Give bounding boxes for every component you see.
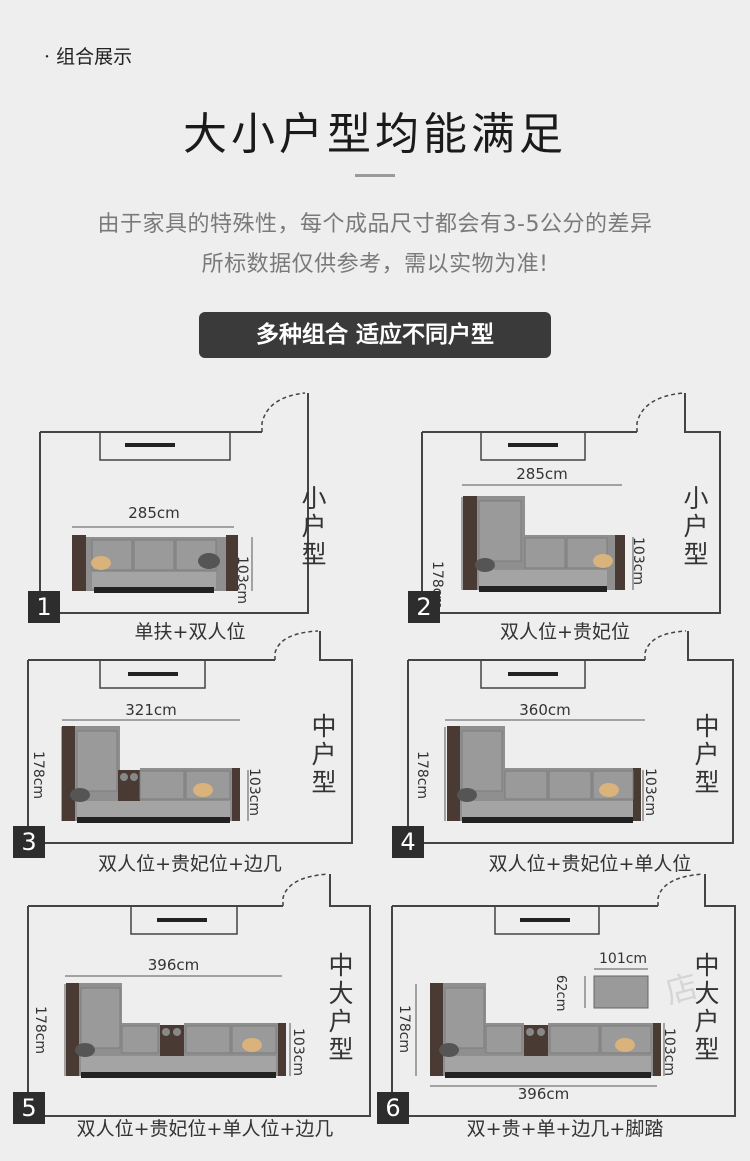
layout-number: 5: [13, 1092, 45, 1124]
size-label: 中 户 型: [308, 713, 340, 797]
size-label-char: 中: [311, 712, 337, 741]
size-label: 小 户 型: [680, 485, 712, 569]
title-divider: [355, 174, 395, 177]
layout-number: 3: [13, 826, 45, 858]
size-label-char: 中: [328, 951, 354, 980]
width-dimension: 396cm: [517, 1085, 570, 1103]
size-label-char: 中: [694, 712, 720, 741]
layout-number: 1: [28, 591, 60, 623]
size-label-char: 大: [328, 979, 354, 1008]
width-dimension: 360cm: [519, 701, 571, 719]
disclaimer-line-2: 所标数据仅供参考，需以实物为准!: [201, 252, 549, 277]
layout-number: 4: [392, 826, 424, 858]
width-dimension: 285cm: [516, 465, 568, 483]
width-dimension: 321cm: [125, 701, 177, 719]
sofa-2: [463, 496, 625, 592]
size-label: 中 大 户 型: [325, 952, 357, 1064]
page-title: 大小户型均能满足: [183, 109, 567, 160]
ottoman-width-dimension: 101cm: [599, 951, 648, 967]
size-label: 小 户 型: [298, 485, 330, 569]
section-tag: · 组合展示: [44, 46, 133, 68]
size-label-char: 小: [301, 484, 327, 513]
layout-caption: 双+贵+单+边几+脚踏: [466, 1118, 664, 1140]
size-label-char: 小: [683, 484, 709, 513]
size-label: 中 户 型: [691, 713, 723, 797]
height-dimension: 178cm: [30, 751, 46, 800]
width-dimension: 285cm: [128, 504, 180, 522]
sofa-4: [447, 726, 641, 823]
size-label-char: 户: [683, 512, 709, 541]
depth-dimension: 103cm: [290, 1028, 306, 1077]
layout-caption: 双人位+贵妃位: [500, 621, 630, 643]
size-label: 中 大 户 型: [691, 952, 723, 1064]
layout-panel-1: 285cm 103cm 小 户 型 1 单扶+双人位: [0, 385, 375, 645]
depth-dimension: 103cm: [642, 768, 658, 817]
sofa-1: [72, 535, 238, 593]
width-dimension: 396cm: [147, 956, 200, 974]
depth-dimension: 103cm: [246, 768, 262, 817]
depth-dimension: 103cm: [661, 1028, 677, 1077]
sofa-6: [430, 983, 661, 1078]
size-label-char: 型: [311, 768, 337, 797]
size-label-char: 型: [683, 540, 709, 569]
layout-number: 2: [408, 591, 440, 623]
height-dimension: 178cm: [396, 1005, 412, 1054]
size-label-char: 户: [694, 740, 720, 769]
combination-banner: 多种组合 适应不同户型: [199, 312, 551, 358]
floorplan-2: [421, 392, 721, 614]
height-dimension: 178cm: [414, 751, 430, 800]
size-label-char: 型: [694, 768, 720, 797]
layout-caption: 双人位+贵妃位+单人位: [488, 853, 692, 875]
floorplan-5: [27, 873, 371, 1117]
sofa-3: [62, 726, 240, 823]
depth-dimension: 103cm: [630, 537, 646, 586]
layout-caption: 双人位+贵妃位+边几: [98, 853, 282, 875]
layout-panel-5: 396cm 178cm 103cm 中 大 户 型 5 双人位+贵妃位+单人位+…: [0, 868, 375, 1161]
depth-dimension: 103cm: [234, 556, 250, 605]
layout-caption: 双人位+贵妃位+单人位+边几: [76, 1118, 334, 1140]
size-label-char: 型: [301, 540, 327, 569]
floorplan-1: [39, 392, 309, 614]
disclaimer-line-1: 由于家具的特殊性，每个成品尺寸都会有3-5公分的差异: [97, 212, 653, 237]
size-label-char: 户: [301, 512, 327, 541]
size-label-char: 型: [328, 1035, 354, 1064]
floorplan-3: [27, 630, 353, 844]
layout-caption: 单扶+双人位: [134, 621, 246, 643]
ottoman-depth-dimension: 62cm: [553, 975, 568, 1012]
size-label-char: 户: [328, 1007, 354, 1036]
floorplan-6: [391, 873, 736, 1117]
size-label-char: 大: [694, 979, 720, 1008]
layout-panel-3: 321cm 178cm 103cm 中 户 型 3 双人位+贵妃位+边几: [0, 625, 375, 875]
size-label-char: 户: [311, 740, 337, 769]
floorplan-4: [407, 630, 734, 844]
height-dimension: 178cm: [32, 1006, 48, 1055]
layout-panel-6: 101cm 62cm 396cm 178cm 103cm 中 大 户 型 店 6…: [375, 868, 750, 1161]
size-label-char: 中: [694, 951, 720, 980]
ottoman: [593, 975, 649, 1009]
sofa-5: [66, 983, 286, 1078]
layout-panel-2: 285cm 178cm 103cm 小 户 型 2 双人位+贵妃位: [375, 385, 750, 645]
layout-number: 6: [377, 1092, 409, 1124]
size-label-char: 型: [694, 1035, 720, 1064]
size-label-char: 户: [694, 1007, 720, 1036]
layout-panel-4: 360cm 178cm 103cm 中 户 型 4 双人位+贵妃位+单人位: [375, 625, 750, 875]
